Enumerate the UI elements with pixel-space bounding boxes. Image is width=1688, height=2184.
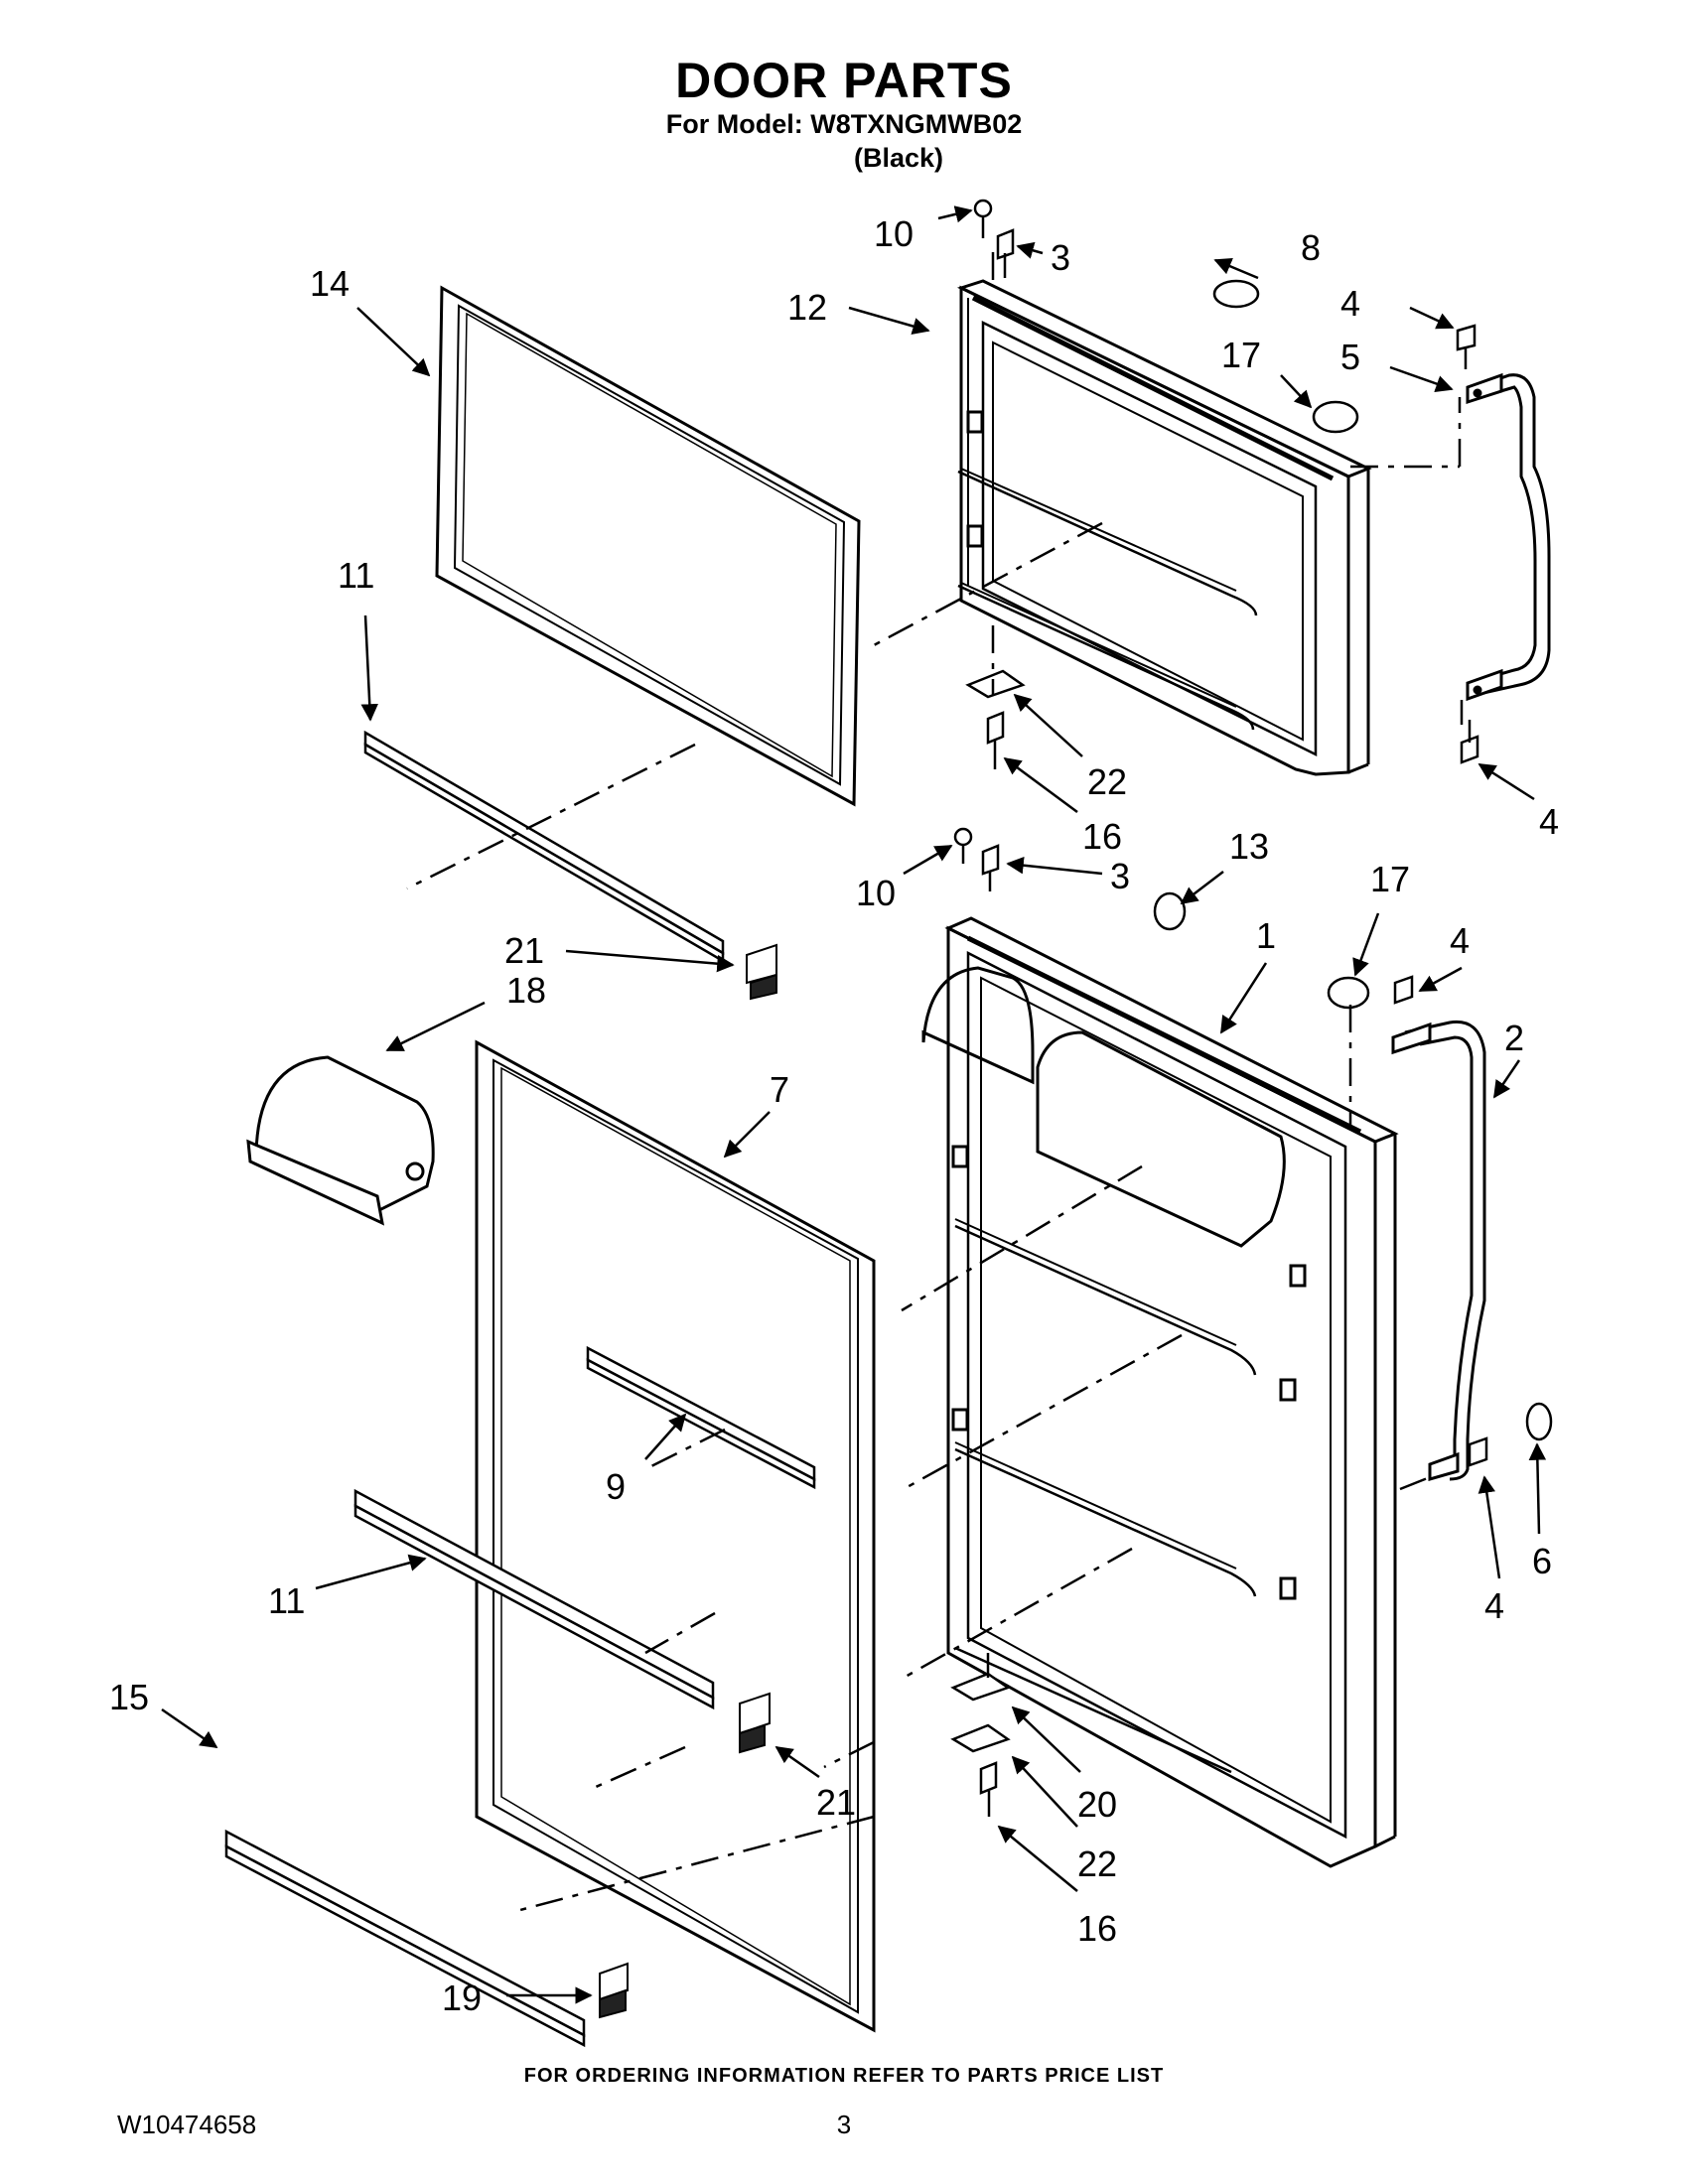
bin-18 — [246, 1055, 435, 1226]
freezer-breaker-strip — [363, 730, 725, 964]
refrigerator-handle — [1391, 1020, 1486, 1481]
callout-13: 13 — [1229, 826, 1269, 867]
page-title: DOOR PARTS — [675, 53, 1013, 108]
callout-2: 2 — [1504, 1018, 1524, 1058]
callout-9: 9 — [606, 1466, 626, 1507]
callout-20: 20 — [1077, 1784, 1117, 1825]
callout-10-middle: 10 — [856, 873, 896, 913]
callout-16-upper: 16 — [1082, 816, 1122, 857]
callout-22-lower: 22 — [1077, 1843, 1117, 1884]
callout-6: 6 — [1532, 1541, 1552, 1581]
callout-17-upper: 17 — [1221, 335, 1261, 375]
callout-21-lower: 21 — [816, 1782, 856, 1823]
callout-7: 7 — [770, 1069, 789, 1110]
callout-14: 14 — [310, 263, 350, 304]
callout-4-d: 4 — [1484, 1585, 1504, 1626]
callout-3-upper: 3 — [1051, 237, 1070, 278]
refrigerator-breaker-strip — [353, 1488, 715, 1710]
callout-12: 12 — [787, 287, 827, 328]
callout-8: 8 — [1301, 227, 1321, 268]
callout-4-c: 4 — [1450, 920, 1470, 961]
freezer-gasket — [435, 285, 861, 807]
ordering-note: FOR ORDERING INFORMATION REFER TO PARTS … — [523, 2065, 1165, 2087]
callout-22-upper: 22 — [1087, 761, 1127, 802]
callout-5: 5 — [1340, 337, 1360, 377]
hardware-parts — [950, 199, 1553, 1817]
clip-19 — [599, 1962, 629, 2019]
document-number: W10474658 — [117, 2110, 257, 2139]
page-number: 3 — [836, 2110, 852, 2139]
callout-labels: 10 3 8 4 5 17 12 14 11 22 16 4 10 3 13 1… — [109, 213, 1559, 2018]
freezer-handle — [1466, 372, 1551, 702]
callout-11-upper: 11 — [338, 555, 374, 596]
callout-11-lower: 11 — [268, 1580, 305, 1621]
callout-4-b: 4 — [1539, 801, 1559, 842]
clip-21-upper — [746, 943, 777, 1001]
freezer-door — [956, 279, 1372, 776]
assembly-lines — [406, 246, 1464, 1913]
callout-10-upper: 10 — [874, 213, 914, 254]
callout-15: 15 — [109, 1677, 149, 1717]
refrigerator-gasket — [475, 1039, 876, 2033]
leader-lines — [161, 205, 1547, 2004]
callout-1: 1 — [1256, 915, 1276, 956]
color-line: (Black) — [853, 143, 944, 173]
callout-4-a: 4 — [1340, 283, 1360, 324]
callout-3-middle: 3 — [1110, 856, 1130, 896]
callout-18: 18 — [506, 970, 546, 1011]
callout-16-lower: 16 — [1077, 1908, 1117, 1949]
strip-9 — [586, 1345, 816, 1490]
model-line: For Model: W8TXNGMWB02 — [665, 109, 1023, 139]
callout-19: 19 — [442, 1978, 482, 2018]
bottom-strip-15 — [224, 1829, 586, 2048]
callout-21-upper: 21 — [504, 930, 544, 971]
clip-21-lower — [739, 1692, 771, 1754]
refrigerator-door — [921, 916, 1399, 1868]
callout-17-middle: 17 — [1370, 859, 1410, 899]
